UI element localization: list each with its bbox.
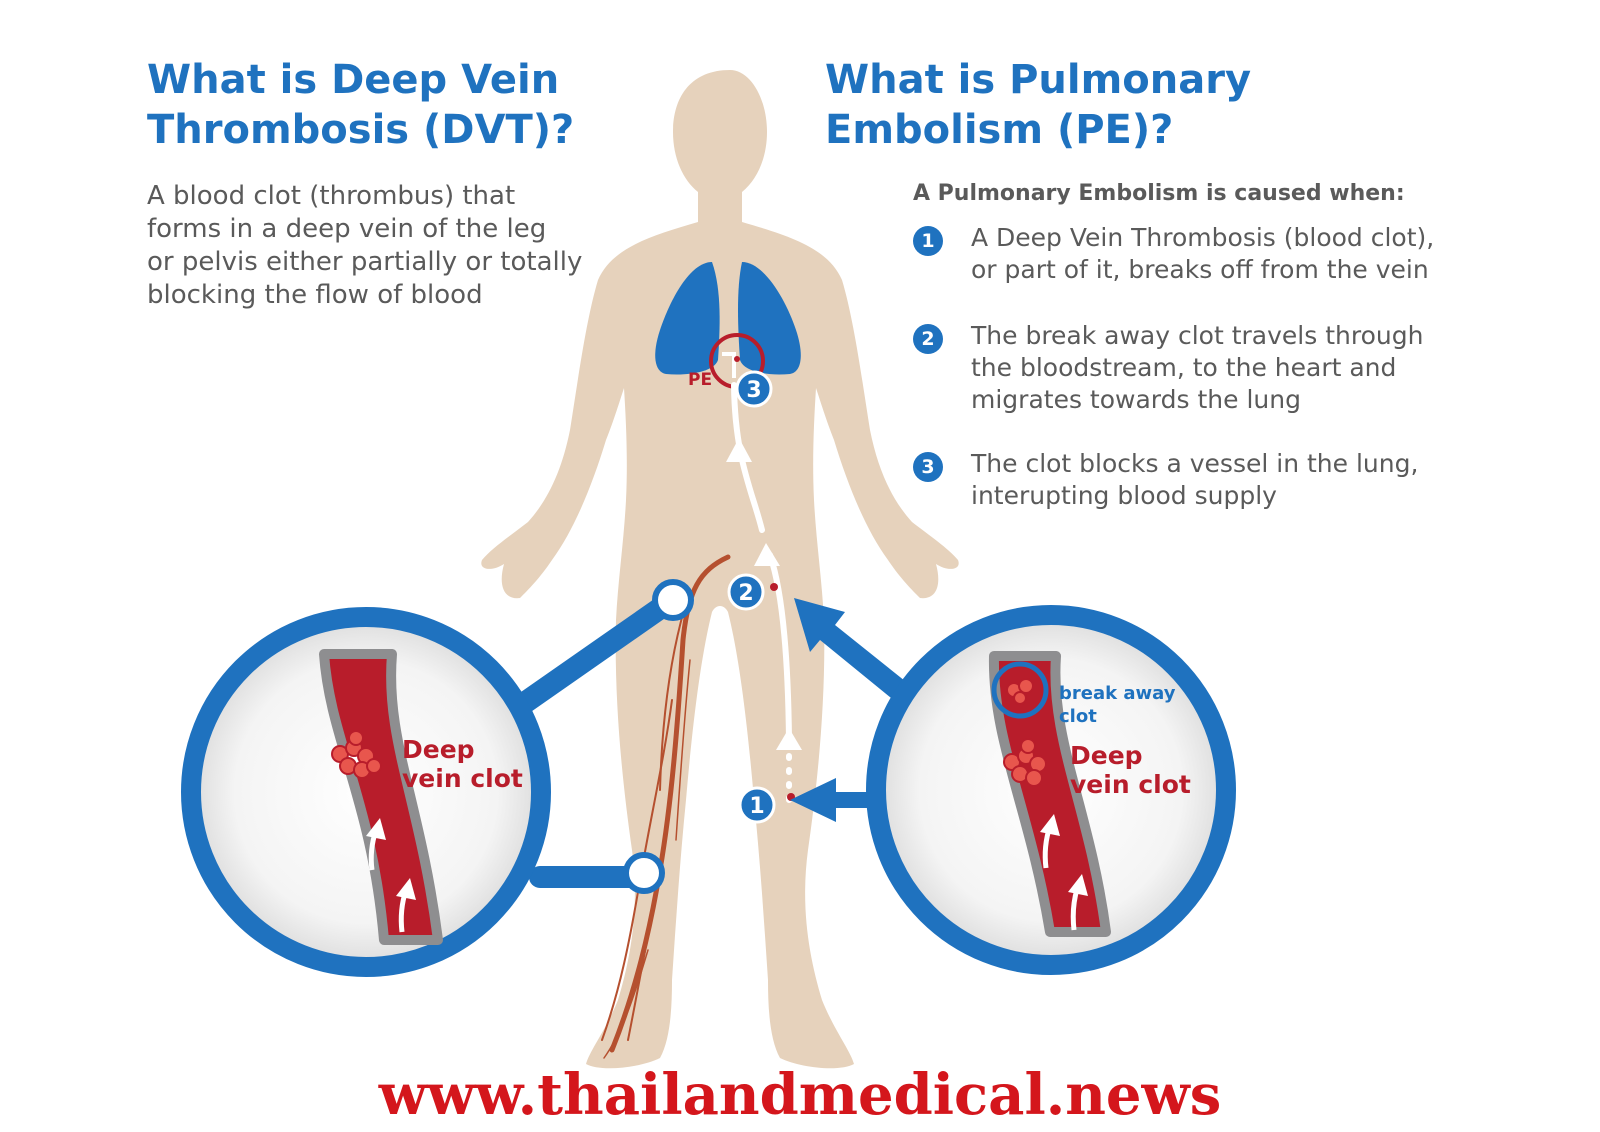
left-clot-cells	[331, 730, 382, 779]
pe-clot-dot	[734, 356, 740, 362]
left-zoom-label-line2: vein clot	[402, 764, 523, 793]
dvt-heading: What is Deep Vein Thrombosis (DVT)?	[147, 55, 707, 155]
break-away-label-line2: clot	[1059, 706, 1097, 727]
clot-dot-2	[770, 583, 778, 591]
right-vein-wall	[988, 651, 1111, 937]
right-zoom-label-line2: vein clot	[1070, 770, 1191, 799]
pe-label: PE	[688, 370, 712, 390]
body-marker-2: 2	[727, 573, 765, 611]
left-zoom-connectors	[489, 589, 683, 888]
vein-marker-upper	[652, 579, 694, 621]
pe-step-2-line3: migrates towards the lung	[971, 385, 1301, 414]
pe-step-1-line2: or part of it, breaks off from the vein	[971, 255, 1429, 284]
left-lung	[655, 262, 720, 375]
pe-step-2-number: 2	[913, 324, 943, 354]
body-marker-3: 3	[735, 370, 773, 408]
right-lung	[738, 262, 801, 375]
watermark-url: www.thailandmedical.news	[378, 1062, 1222, 1128]
pe-heading-line1: What is Pulmonary	[825, 57, 1252, 103]
clot-travel-path	[731, 382, 792, 803]
dvt-desc-line1: A blood clot (thrombus) that	[147, 181, 516, 211]
body-silhouette	[481, 70, 959, 1069]
pe-clot-arrow	[722, 352, 736, 378]
pe-step-2-text: The break away clot travels through the …	[971, 320, 1531, 416]
dvt-description: A blood clot (thrombus) that forms in a …	[147, 180, 617, 312]
pe-step-1-number: 1	[913, 226, 943, 256]
break-away-label-line1: break away	[1059, 683, 1176, 704]
vein-marker-lower	[623, 852, 665, 894]
pe-subheading: A Pulmonary Embolism is caused when:	[913, 181, 1405, 206]
body-marker-2-label: 2	[738, 581, 753, 606]
left-zoom-label-line1: Deep	[402, 735, 475, 764]
lungs	[655, 262, 801, 375]
pe-step-2-line2: the bloodstream, to the heart and	[971, 353, 1397, 382]
break-away-cells	[1006, 678, 1034, 705]
body-marker-1-label: 1	[749, 794, 764, 819]
break-away-ring	[991, 661, 1049, 719]
pe-step-3-line1: The clot blocks a vessel in the lung,	[971, 449, 1419, 478]
right-zoom-circle	[866, 605, 1236, 975]
travel-arrowheads	[726, 438, 802, 750]
pe-heading: What is Pulmonary Embolism (PE)?	[825, 55, 1425, 155]
pe-step-3-line2: interupting blood supply	[971, 481, 1277, 510]
body-marker-3-label: 3	[746, 378, 761, 403]
dvt-desc-line4: blocking the flow of blood	[147, 280, 483, 310]
pe-heading-line2: Embolism (PE)?	[825, 107, 1174, 153]
pe-step-3-number: 3	[913, 452, 943, 482]
dvt-desc-line2: forms in a deep vein of the leg	[147, 214, 547, 244]
body-marker-1: 1	[738, 786, 776, 824]
right-zoom-label-line1: Deep	[1070, 741, 1143, 770]
right-zoom-arrows	[790, 598, 910, 822]
dvt-heading-line2: Thrombosis (DVT)?	[147, 107, 575, 153]
left-vein-wall	[319, 649, 443, 945]
pe-step-3-text: The clot blocks a vessel in the lung, in…	[971, 448, 1531, 512]
right-clot-cells	[1003, 738, 1047, 787]
left-zoom-circle	[181, 607, 551, 977]
dvt-desc-line3: or pelvis either partially or totally	[147, 247, 583, 277]
dvt-heading-line1: What is Deep Vein	[147, 57, 560, 103]
pe-step-1-text: A Deep Vein Thrombosis (blood clot), or …	[971, 222, 1531, 286]
pe-step-1-line1: A Deep Vein Thrombosis (blood clot),	[971, 223, 1435, 252]
pe-step-2-line1: The break away clot travels through	[971, 321, 1424, 350]
